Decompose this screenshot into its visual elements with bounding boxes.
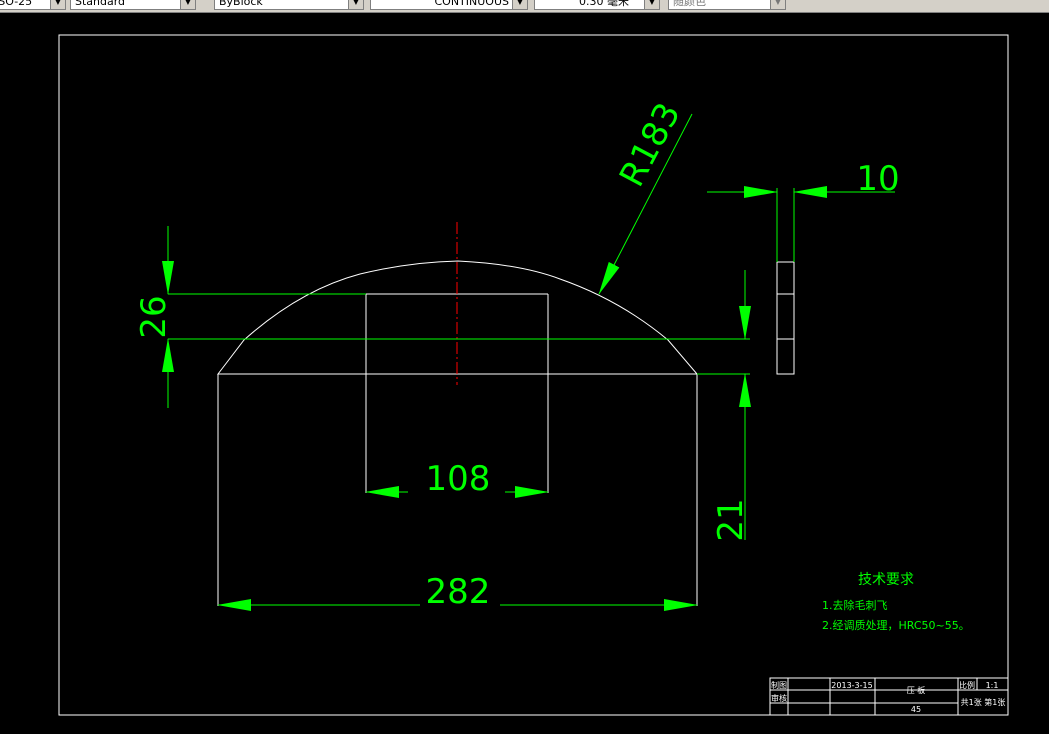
lineweight-combo[interactable]: 0.30 毫米 ▼ <box>534 0 660 10</box>
notes-line2: 2.经调质处理，HRC50~55。 <box>822 619 970 632</box>
chevron-down-icon[interactable]: ▼ <box>644 0 659 9</box>
drawing-svg: 26 108 282 21 10 R183 技术要求 1.去除毛刺飞 2.经调质… <box>58 34 1009 716</box>
properties-toolbar: ISO-25▼ Standard▼ ByBlock▼ CONTINUOUS▼ 0… <box>0 0 1049 13</box>
notes-line1: 1.去除毛刺飞 <box>822 598 888 612</box>
drawing-canvas[interactable]: 26 108 282 21 10 R183 技术要求 1.去除毛刺飞 2.经调质… <box>0 13 1049 734</box>
dimensions <box>162 113 895 611</box>
dim-radius: R183 <box>612 96 689 193</box>
lineweight-value: 0.30 毫米 <box>579 0 629 8</box>
tb-material: 45 <box>911 705 921 714</box>
textstyle-value: Standard <box>75 0 126 8</box>
dimstyle-value: ISO-25 <box>0 0 33 8</box>
chevron-down-icon[interactable]: ▼ <box>348 0 363 9</box>
tb-date: 2013-3-15 <box>831 681 872 690</box>
chevron-down-icon[interactable]: ▼ <box>180 0 195 9</box>
chevron-down-icon[interactable]: ▼ <box>50 0 65 9</box>
dome-outline <box>216 260 699 375</box>
tb-scale-value: 1:1 <box>986 681 999 690</box>
tb-scale-label: 比例 <box>959 680 975 690</box>
part-geometry <box>216 260 795 606</box>
tb-part-name: 压 板 <box>907 685 926 695</box>
linetype-combo[interactable]: CONTINUOUS▼ <box>370 0 528 10</box>
drawing-border <box>58 34 1009 716</box>
dim-width-base: 282 <box>426 572 491 612</box>
dim-height-right: 21 <box>711 498 751 541</box>
dimstyle-combo[interactable]: ISO-25 ▼ <box>0 0 66 10</box>
plotstyle-value: 随颜色 <box>673 0 706 8</box>
tb-sheet-info: 共1张 第1张 <box>961 697 1006 707</box>
linetype-value: CONTINUOUS <box>434 0 509 8</box>
tb-drawn-label: 制图 <box>771 680 787 690</box>
plotstyle-combo[interactable]: 随颜色 ▼ <box>668 0 786 10</box>
color-value: ByBlock <box>219 0 263 8</box>
dim-width-inner: 108 <box>426 459 491 499</box>
color-combo[interactable]: ByBlock ▼ <box>214 0 364 10</box>
textstyle-combo[interactable]: Standard ▼ <box>70 0 196 10</box>
chevron-down-icon[interactable]: ▼ <box>770 0 785 9</box>
chevron-down-icon[interactable]: ▼ <box>512 0 527 9</box>
title-block <box>769 677 1009 716</box>
dim-height-top: 26 <box>134 295 174 338</box>
notes-title: 技术要求 <box>858 572 914 588</box>
tb-checked-label: 审核 <box>771 693 787 703</box>
dim-thickness: 10 <box>856 159 899 199</box>
side-view <box>776 261 795 375</box>
